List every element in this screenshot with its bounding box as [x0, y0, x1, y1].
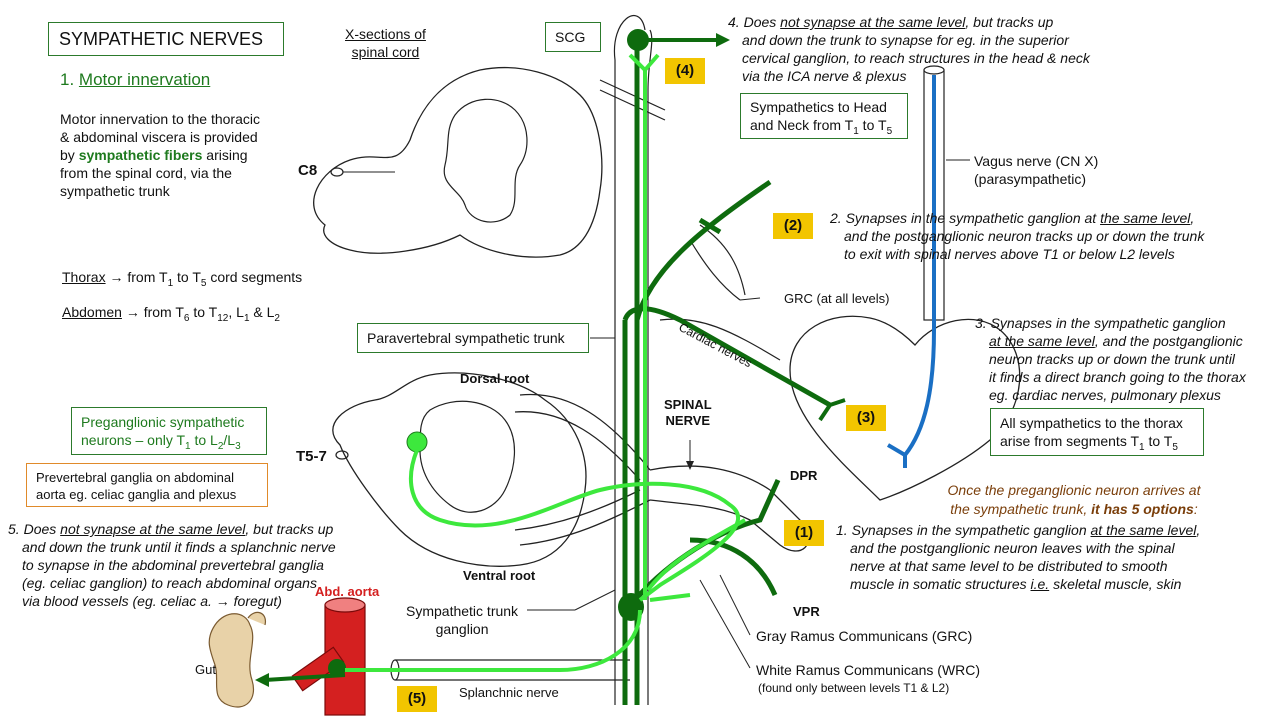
- badge-3: (3): [846, 405, 886, 431]
- gray-matter-c8: [443, 98, 528, 223]
- paravertebral-box: Paravertebral sympathetic trunk: [357, 323, 589, 353]
- trunk-ganglion: [618, 593, 644, 621]
- thorax-box: All sympathetics to the thorax arise fro…: [990, 408, 1204, 456]
- grc-full-label: Gray Ramus Communicans (GRC): [756, 628, 973, 644]
- spinal-cord-section-c8: [313, 66, 603, 258]
- thorax-segments: Thorax → from T1 to T5 cord segments: [62, 269, 303, 289]
- vpr-label: VPR: [793, 604, 820, 619]
- gut-label: Gut: [195, 662, 216, 677]
- grc-all-label: GRC (at all levels): [784, 291, 890, 306]
- dorsal-root-label: Dorsal root: [460, 371, 530, 386]
- celiac-ganglion: [328, 659, 346, 677]
- prevertebral-box: Prevertebral ganglia on abdominal aorta …: [26, 463, 268, 507]
- wrc-full-label: White Ramus Communicans (WRC): [756, 662, 981, 678]
- preganglionic-neuron: [406, 431, 428, 453]
- option-5-text: 5. Does not synapse at the same level, b…: [8, 521, 336, 609]
- dorsal-root: [519, 393, 651, 471]
- preganglionic-box: Preganglionic sympathetic neurons – only…: [71, 407, 267, 455]
- section-heading: 1. Motor innervation: [60, 70, 211, 89]
- scg-ganglion: [627, 29, 649, 51]
- vagus-label: Vagus nerve (CN X)(parasympathetic): [974, 153, 1099, 187]
- options-intro: Once the preganglionic neuron arrives at…: [947, 482, 1201, 517]
- trunk-outline: [613, 15, 646, 705]
- option-4-text: 4. Does not synapse at the same level, b…: [728, 14, 1090, 84]
- vagus-nerve: [903, 75, 936, 457]
- xsections-label: X-sections of spinal cord: [345, 26, 426, 60]
- splanchnic-label: Splanchnic nerve: [459, 685, 559, 700]
- wrc-note: (found only between levels T1 & L2): [758, 681, 950, 695]
- ventral-root-label: Ventral root: [463, 568, 536, 583]
- intro-text: Motor innervation to the thoracic & abdo…: [60, 111, 260, 199]
- scg-box: SCG: [545, 22, 601, 52]
- central-canal-c8: [330, 167, 344, 177]
- badge-1: (1): [784, 520, 824, 546]
- badge-2: (2): [773, 213, 813, 239]
- option-2-text: 2. Synapses in the sympathetic ganglion …: [830, 210, 1205, 262]
- badge-5: (5): [397, 686, 437, 712]
- gut-shape: [208, 613, 254, 708]
- ventral-root: [519, 499, 651, 546]
- head-neck-box: Sympathetics to Head and Neck from T1 to…: [740, 93, 908, 139]
- preganglionic-fiber: [409, 449, 740, 602]
- title-box: SYMPATHETIC NERVES: [48, 22, 284, 56]
- t57-label: T5-7: [296, 448, 327, 465]
- page-title: SYMPATHETIC NERVES: [59, 29, 264, 49]
- abdomen-segments: Abdomen → from T6 to T12, L1 & L2: [62, 304, 280, 324]
- badge-4: (4): [665, 58, 705, 84]
- c8-label: C8: [298, 162, 318, 179]
- scg-label: SCG: [555, 29, 586, 45]
- spinal-cord-section-t57: [332, 372, 587, 567]
- abd-aorta-label: Abd. aorta: [315, 584, 380, 599]
- dpr-label: DPR: [790, 468, 818, 483]
- central-canal-t57: [335, 450, 349, 460]
- splanchnic-tube: [395, 659, 630, 681]
- splanchnic-fiber: [345, 609, 642, 672]
- gray-matter-t57: [419, 400, 516, 513]
- option-3-text: 3. Synapses in the sympathetic ganglion …: [975, 315, 1246, 403]
- option-1-text: 1. Synapses in the sympathetic ganglion …: [836, 522, 1201, 592]
